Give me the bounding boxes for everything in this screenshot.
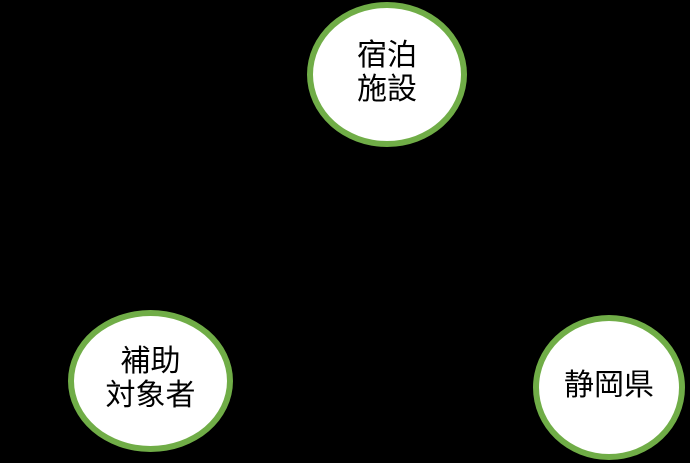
node-label-line: 施設 (357, 72, 417, 106)
node-subsidy-recipient: 補助 対象者 (68, 310, 233, 452)
node-accommodation-facility-label: 宿泊 施設 (357, 39, 417, 107)
node-shizuoka-prefecture: 静岡県 (533, 315, 685, 460)
node-label-line: 静岡県 (564, 368, 654, 402)
node-label-line: 対象者 (105, 379, 196, 412)
node-label-line: 宿泊 (357, 38, 417, 72)
node-accommodation-facility: 宿泊 施設 (307, 2, 467, 147)
node-subsidy-recipient-label: 補助 対象者 (106, 345, 196, 413)
node-shizuoka-prefecture-label: 静岡県 (564, 369, 654, 403)
node-label-line: 補助 (120, 345, 181, 378)
